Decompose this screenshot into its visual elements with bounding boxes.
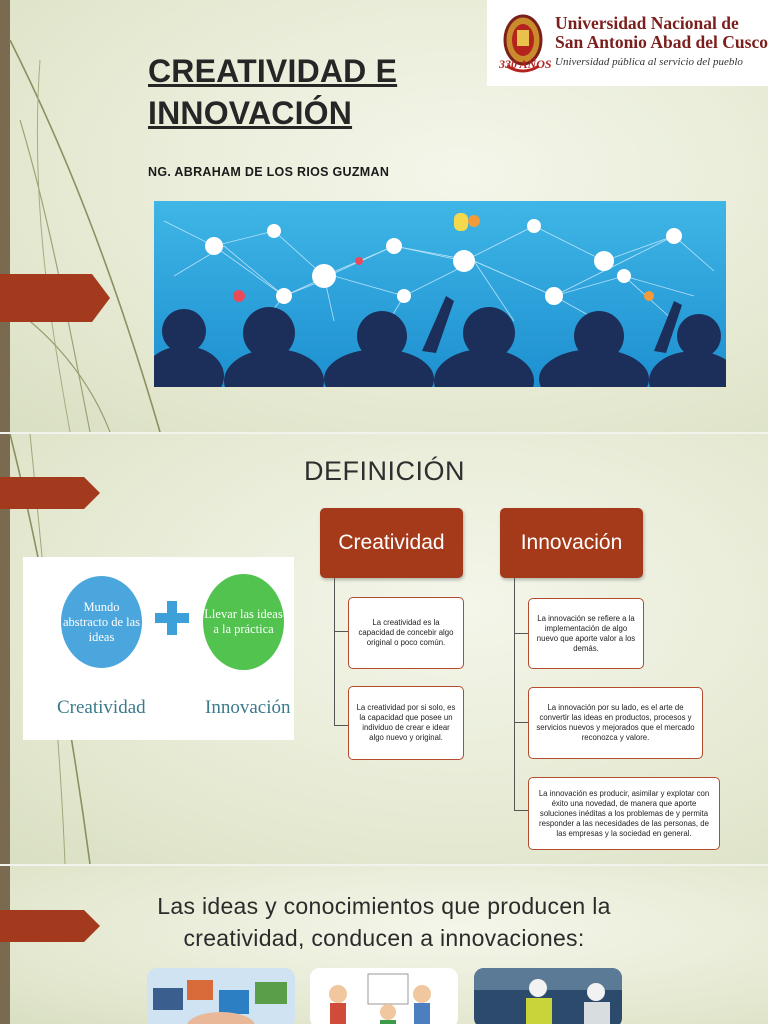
slide-edge-bar — [0, 0, 10, 432]
practice-ideas-oval: Llevar las ideas a la práctica — [203, 574, 284, 670]
university-name-line1: Universidad Nacional de — [555, 13, 739, 33]
quote-line-1: Las ideas y conocimientos que producen l… — [157, 893, 611, 919]
university-name-line2: San Antonio Abad del Cusco — [555, 32, 768, 52]
creativity-innovation-diagram: Mundo abstracto de las ideas Llevar las … — [23, 557, 294, 740]
university-tagline: Universidad pública al servicio del pueb… — [555, 56, 743, 68]
connector-line — [334, 578, 335, 726]
title-line-2: INNOVACIÓN — [148, 95, 353, 131]
author-name: NG. ABRAHAM DE LOS RIOS GUZMAN — [148, 165, 390, 179]
slide-tag-arrow — [0, 274, 110, 322]
connector-line — [514, 810, 528, 811]
industrial-workers-image — [474, 968, 622, 1024]
connector-line — [514, 578, 515, 810]
title-line-1: CREATIVIDAD E — [148, 53, 398, 89]
network-people-illustration — [154, 201, 726, 387]
page-title: CREATIVIDAD E INNOVACIÓN — [148, 50, 397, 134]
slide-tag-arrow — [0, 477, 100, 509]
innovation-caption: Innovación — [205, 697, 291, 718]
slide-edge-bar — [0, 434, 10, 864]
innovation-header: Innovación — [500, 508, 643, 578]
quote-line-2: creatividad, conducen a innovaciones: — [183, 925, 585, 951]
creativity-header: Creatividad — [320, 508, 463, 578]
creativity-caption: Creatividad — [57, 697, 146, 718]
slide-separator — [0, 432, 768, 434]
slide-title: CREATIVIDAD E INNOVACIÓN NG. ABRAHAM DE … — [0, 0, 768, 432]
slide-edge-bar — [0, 866, 10, 1024]
teamwork-cartoon-image — [310, 968, 458, 1024]
abstract-ideas-oval: Mundo abstracto de las ideas — [61, 576, 142, 668]
slide-ideas: Las ideas y conocimientos que producen l… — [0, 866, 768, 1024]
slide-definition: DEFINICIÓN Mundo abstracto de las ideas … — [0, 434, 768, 864]
creativity-definition-card: La creatividad por si solo, es la capaci… — [348, 686, 464, 760]
slide-tag-arrow — [0, 910, 100, 942]
slide-separator — [0, 864, 768, 866]
university-logo: 330 AÑOS Universidad Nacional de San Ant… — [487, 0, 768, 86]
plus-icon — [155, 601, 189, 635]
slide-quote: Las ideas y conocimientos que producen l… — [0, 890, 768, 954]
connector-line — [514, 722, 528, 723]
technology-hand-image — [147, 968, 295, 1024]
section-heading: DEFINICIÓN — [304, 456, 466, 486]
university-name: Universidad Nacional de San Antonio Abad… — [555, 13, 768, 69]
connector-line — [334, 631, 348, 632]
anniversary-badge: 330 AÑOS — [499, 57, 552, 71]
innovation-definition-card: La innovación por su lado, es el arte de… — [528, 687, 703, 759]
connector-line — [334, 725, 348, 726]
university-crest-icon — [503, 14, 543, 73]
innovation-definition-card: La innovación es producir, asimilar y ex… — [528, 777, 720, 850]
innovation-definition-card: La innovación se refiere a la implementa… — [528, 598, 644, 669]
connector-line — [514, 633, 528, 634]
creativity-definition-card: La creatividad es la capacidad de conceb… — [348, 597, 464, 669]
